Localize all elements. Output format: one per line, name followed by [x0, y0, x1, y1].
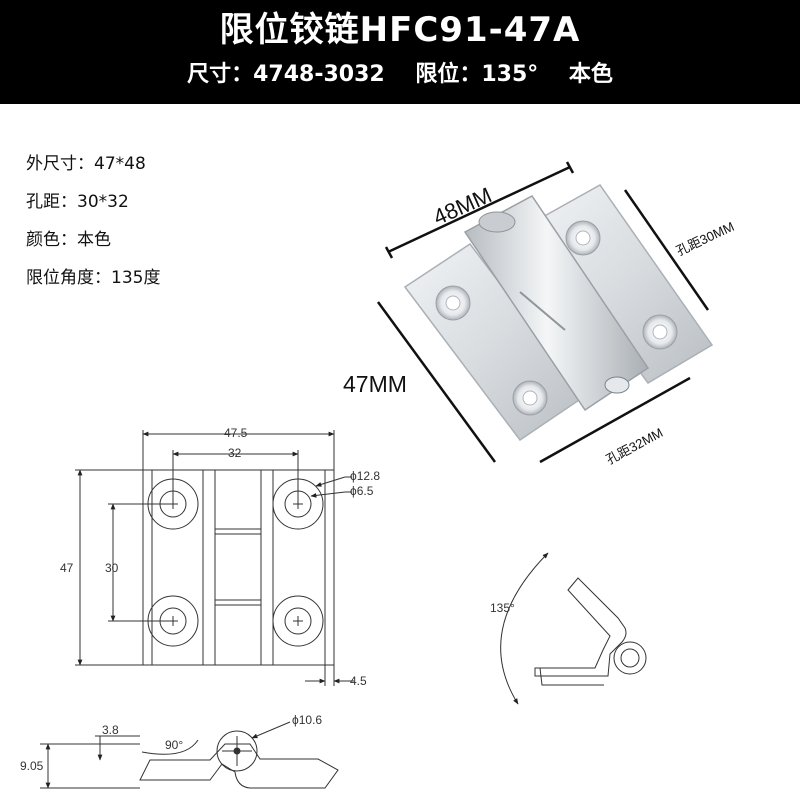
label-4-5: 4.5: [350, 674, 367, 688]
angle-pin: [620, 648, 640, 668]
angle-hinge-body: [534, 577, 627, 677]
label-47: 47: [60, 561, 74, 575]
pin-bottom: [604, 376, 630, 394]
label-hole-30: 孔距30MM: [674, 219, 737, 259]
photo-hole-center: [575, 230, 591, 246]
product-subtitle: 尺寸：4748-3032 限位：135° 本色: [187, 62, 613, 87]
side-drawing-labels: 3.8 9.05 90° ϕ10.6: [20, 713, 322, 773]
dim-line-32: [539, 376, 691, 464]
dim-line-48: [387, 165, 571, 254]
photo-hole-center: [445, 295, 461, 311]
front-hole: [284, 607, 312, 635]
front-knuckle: [202, 469, 274, 666]
pin-top: [478, 211, 516, 233]
title-banner: 限位铰链HFC91-47A 尺寸：4748-3032 限位：135° 本色: [0, 0, 800, 104]
dim-line-30: [623, 189, 710, 311]
label-dia-6-5: ϕ6.5: [350, 484, 374, 498]
angle-knuckle: [613, 641, 647, 675]
side-drawing: [40, 721, 339, 789]
label-30: 30: [105, 561, 119, 575]
angle-drawing: [500, 552, 647, 705]
leader-12-8: [315, 476, 346, 487]
hinge-photo: 48MM 47MM 孔距30MM 孔距32MM: [343, 161, 737, 467]
label-hole-32: 孔距32MM: [604, 425, 666, 467]
spec-hole-distance: 孔距：30*32: [26, 192, 129, 212]
label-dia-12-8: ϕ12.8: [350, 469, 380, 483]
label-135: 135°: [490, 601, 515, 615]
product-title: 限位铰链HFC91-47A: [219, 10, 581, 50]
photo-hole-center: [522, 390, 538, 406]
front-outline: [142, 469, 335, 666]
spec-limit-angle: 限位角度：135度: [26, 268, 161, 288]
front-drawing: [75, 430, 354, 686]
label-47-5: 47.5: [224, 426, 248, 440]
side-knuckle: [216, 730, 258, 772]
side-outline: [139, 743, 339, 789]
leader-10-6: [251, 721, 291, 739]
spec-list: 外尺寸：47*48 孔距：30*32 颜色：本色 限位角度：135度: [26, 150, 160, 302]
label-47mm: 47MM: [343, 371, 407, 397]
leader-6-5: [310, 491, 346, 498]
label-32: 32: [228, 446, 242, 460]
spec-color: 颜色：本色: [26, 230, 111, 250]
dim-line-47: [376, 301, 497, 463]
front-drawing-labels: 47.5 32 47 30 ϕ12.8 ϕ6.5 4.5: [60, 426, 380, 688]
hinge-knuckle: [463, 195, 650, 412]
knuckle-seam: [519, 291, 566, 331]
front-knuckle-center: [214, 533, 262, 601]
spec-outer-size: 外尺寸：47*48: [26, 154, 146, 174]
angle-arc-135: [500, 552, 549, 705]
label-dia-10-6: ϕ10.6: [292, 713, 322, 727]
photo-hole-center: [652, 324, 668, 340]
side-angle-arc: [141, 739, 199, 755]
label-9-05: 9.05: [20, 759, 44, 773]
label-90: 90°: [165, 738, 183, 752]
front-countersink: [272, 595, 324, 647]
label-3-8: 3.8: [102, 723, 119, 737]
